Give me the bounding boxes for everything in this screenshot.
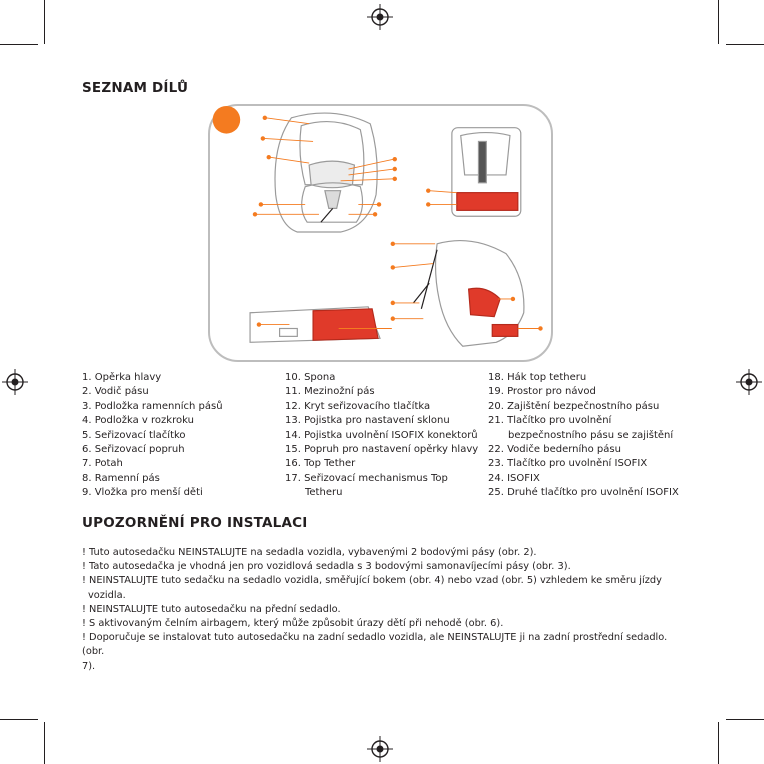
warning-line: ! Doporučuje se instalovat tuto autoseda… — [82, 632, 668, 658]
warning-line: vozidla. — [88, 589, 126, 601]
part-item: 2. Vodič pásu — [82, 386, 149, 398]
part-item: 19. Prostor pro návod — [488, 386, 596, 398]
parts-list-heading: SEZNAM DÍLŮ — [82, 80, 189, 96]
part-item: 9. Vložka pro menší děti — [82, 487, 203, 499]
orange-dot-icon — [212, 106, 241, 134]
crop-mark — [718, 0, 719, 44]
crop-mark — [44, 722, 45, 764]
part-item: 6. Seřizovací popruh — [82, 444, 185, 456]
part-item: 8. Ramenní pás — [82, 472, 160, 484]
crop-mark — [0, 44, 38, 45]
part-item: 16. Top Tether — [285, 458, 356, 470]
part-item: 14. Pojistka uvolnění ISOFIX konektorů — [285, 429, 478, 441]
car-seat-illustration — [212, 106, 543, 347]
part-item: 5. Seřizovací tlačítko — [82, 429, 186, 441]
installation-warnings-heading: UPOZORNĚNÍ PRO INSTALACI — [82, 515, 308, 531]
part-item: 7. Potah — [82, 458, 123, 470]
registration-mark-icon — [367, 736, 393, 762]
part-item: 1. Opěrka hlavy — [82, 372, 162, 383]
warning-line: ! NEINSTALUJTE tuto sedačku na sedadlo v… — [82, 575, 662, 587]
part-item: 17. Seřizovací mechanismus Top — [285, 472, 448, 484]
parts-column-1: 1. Opěrka hlavy 2. Vodič pásu 3. Podložk… — [82, 371, 272, 501]
part-item: 25. Druhé tlačítko pro uvolnění ISOFIX — [488, 487, 679, 499]
part-item-continuation: bezpečnostního pásu se zajištění — [508, 429, 674, 441]
part-item: 13. Pojistka pro nastavení sklonu — [285, 415, 450, 427]
installation-warnings: ! Tuto autosedačku NEINSTALUJTE na sedad… — [82, 546, 692, 674]
part-item: 22. Vodiče bederního pásu — [488, 444, 621, 456]
part-item: 10. Spona — [285, 372, 336, 383]
crop-mark — [726, 44, 764, 45]
warning-line: ! Tuto autosedačku NEINSTALUJTE na sedad… — [82, 547, 537, 558]
part-item: 4. Podložka v rozkroku — [82, 415, 194, 427]
registration-mark-icon — [2, 369, 28, 395]
warning-line: ! Tato autosedačka je vhodná jen pro voz… — [82, 561, 571, 573]
crop-mark — [718, 722, 719, 764]
part-item: 12. Kryt seřizovacího tlačítka — [285, 400, 431, 412]
crop-mark — [0, 719, 38, 720]
parts-column-2: 10. Spona 11. Mezinožní pás 12. Kryt seř… — [285, 371, 485, 501]
part-item-continuation: Tetheru — [305, 487, 343, 499]
part-item: 24. ISOFIX — [488, 472, 540, 484]
warning-line: ! S aktivovaným čelním airbagem, který m… — [82, 618, 504, 630]
crop-mark — [726, 719, 764, 720]
parts-diagram — [208, 104, 553, 362]
registration-mark-icon — [367, 4, 393, 30]
part-item: 15. Popruh pro nastavení opěrky hlavy — [285, 444, 479, 456]
registration-mark-icon — [736, 369, 762, 395]
crop-mark — [44, 0, 45, 44]
part-item: 3. Podložka ramenních pásů — [82, 400, 223, 412]
part-item: 11. Mezinožní pás — [285, 386, 375, 398]
part-item: 21. Tlačítko pro uvolnění — [488, 415, 612, 427]
warning-line: ! NEINSTALUJTE tuto autosedačku na předn… — [82, 603, 341, 615]
part-item: 20. Zajištění bezpečnostního pásu — [488, 400, 660, 412]
part-item: 18. Hák top tetheru — [488, 372, 587, 383]
warning-line: 7). — [82, 660, 96, 672]
part-item: 23. Tlačítko pro uvolnění ISOFIX — [488, 458, 648, 470]
parts-column-3: 18. Hák top tetheru 19. Prostor pro návo… — [488, 371, 688, 501]
